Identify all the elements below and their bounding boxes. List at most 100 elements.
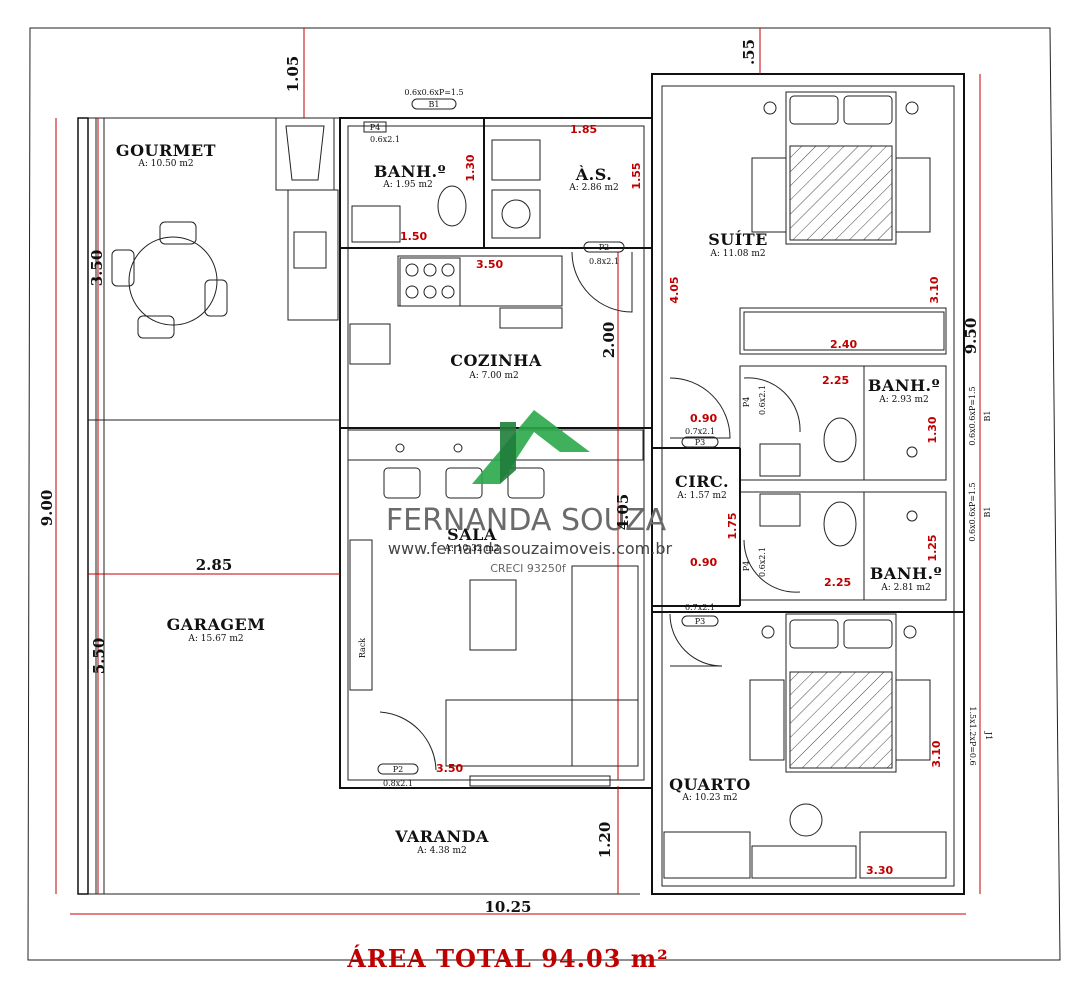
room-area-circulacao: A: 1.57 m2 [676,491,727,501]
washer-icon [491,189,541,239]
dimension-lines [55,28,981,915]
room-name-circulacao: CIRC. [675,472,729,491]
room-area-sala: A: 10.32 m2 [443,544,499,554]
room-name-cozinha: COZINHA [450,351,542,370]
dim-top-left: 1.05 [284,56,302,93]
window-tag-j1: 1.5x1.2xP=0.6 [968,706,977,765]
dim-closet-width: 2.40 [830,338,857,351]
room-name-gourmet: GOURMET [116,141,216,160]
window-code-b1-right-2: B1 [983,507,992,518]
dim-left-total: 9.00 [38,490,56,527]
dim-top-right: .55 [740,39,758,65]
watermark-name: FERNANDA SOUZA [386,503,667,538]
door-size-06-quarto: 0.6x2.1 [758,547,767,577]
room-name-area-servico: À.S. [575,164,613,184]
walls [77,73,965,895]
window-code-b1-right-1: B1 [983,411,992,422]
dim-sala-height: 4.05 [614,494,632,531]
window-code-j1: J1 [984,731,993,740]
rack-label: Rack [358,638,367,658]
room-area-banho-social: A: 1.95 m2 [382,180,433,190]
door-code-p2-sala: P2 [393,765,403,774]
door-size-06-suite: 0.6x2.1 [758,385,767,415]
dim-circ-height: 1.75 [726,512,739,539]
room-area-garagem: A: 15.67 m2 [187,634,243,644]
room-labels: GOURMET A: 10.50 m2 BANH.º A: 1.95 m2 À.… [116,141,942,856]
door-size-08-kitchen: 0.8x2.1 [589,257,619,266]
dim-varanda-depth: 1.20 [596,822,614,859]
door-size-07-top: 0.7x2.1 [685,427,715,436]
dim-suite-height: 4.05 [668,276,681,303]
total-area: ÁREA TOTAL 94.03 m² [346,944,668,973]
room-name-varanda: VARANDA [394,827,489,846]
desk-icon [751,845,857,879]
door-code-p3-top: P3 [695,438,705,447]
dim-banho-suite-height: 1.30 [926,416,939,443]
watermark: FERNANDA SOUZA www.fernandasouzaimoveis.… [386,410,673,575]
room-area-quarto: A: 10.23 m2 [681,793,737,803]
door-code-p3-bottom: P3 [695,617,705,626]
furniture [111,91,947,879]
opening-tags: 0.6x0.6xP=1.5 B1 P4 0.6x2.1 P2 0.8x2.1 0… [358,88,993,788]
door-size-08-sala: 0.8x2.1 [383,779,413,788]
chair-icon [789,803,823,837]
dim-left-upper: 3.50 [88,250,106,287]
room-area-cozinha: A: 7.00 m2 [468,371,519,381]
toilet-icon [823,501,857,547]
dim-left-lower: 5.50 [90,638,108,675]
room-area-varanda: A: 4.38 m2 [416,846,467,856]
room-name-banho-suite: BANH.º [868,376,940,395]
door-size-06-top: 0.6x2.1 [370,135,400,144]
door-code-p4-top: P4 [370,123,380,132]
dim-garage-width: 2.85 [196,556,233,574]
room-name-garagem: GARAGEM [167,615,266,634]
toilet-icon [437,185,467,227]
room-name-quarto: QUARTO [669,775,751,794]
dim-bottom-total: 10.25 [485,898,532,916]
door-code-p2-kitchen: P2 [599,243,609,252]
dim-quarto-width: 3.30 [866,864,893,877]
dim-sala-width: 3.50 [436,762,463,775]
watermark-site: www.fernandasouzaimoveis.com.br [388,539,673,558]
room-name-banho-quarto: BANH.º [870,564,942,583]
door-code-p4-suite: P4 [742,397,751,407]
dim-banho-suite-width: 2.25 [822,374,849,387]
room-name-sala: SALA [447,525,497,544]
door-size-07-bottom: 0.7x2.1 [685,603,715,612]
dim-as-width: 1.85 [570,123,597,136]
dim-circ-door-w2: 0.90 [690,556,717,569]
room-area-banho-quarto: A: 2.81 m2 [880,583,931,593]
dim-cozinha-width: 3.50 [476,258,503,271]
room-name-banho-social: BANH.º [374,162,446,181]
dim-as-height: 1.55 [630,162,643,189]
door-code-p4-quarto: P4 [742,561,751,571]
dim-banho-height: 1.30 [464,154,477,181]
dim-suite-right: 3.10 [928,276,941,303]
stove-icon [399,257,461,307]
window-code-b1: B1 [429,100,440,109]
inner-dimensions: 1.85 1.55 1.30 1.50 3.50 4.05 3.10 2.40 … [400,123,943,877]
door-swings [379,251,801,771]
double-bed-icon [749,613,931,773]
outer-dimensions: 1.05 .55 9.00 3.50 5.50 2.85 9.50 10.25 … [38,39,980,916]
room-area-gourmet: A: 10.50 m2 [137,159,193,169]
dim-banho-width: 1.50 [400,230,427,243]
room-name-suite: SUÍTE [708,229,768,249]
dim-quarto-right: 3.10 [930,740,943,767]
room-area-banho-suite: A: 2.93 m2 [878,395,929,405]
dim-right-total: 9.50 [962,318,980,355]
window-tag-right-1: 0.6x0.6xP=1.5 [968,386,977,445]
sink-icon [349,323,391,365]
window-tag-right-2: 0.6x0.6xP=1.5 [968,482,977,541]
dim-banho-quarto-width: 2.25 [824,576,851,589]
room-area-area-servico: A: 2.86 m2 [568,183,619,193]
dim-circ-door-w: 0.90 [690,412,717,425]
dim-kitchen-height: 2.00 [600,322,618,359]
dining-table-icon [128,236,218,326]
room-area-suite: A: 11.08 m2 [709,249,765,259]
sofa-icon [445,565,639,767]
watermark-creci: CRECI 93250f [490,562,567,575]
double-bed-icon [751,91,931,245]
site-boundary [27,27,1061,961]
